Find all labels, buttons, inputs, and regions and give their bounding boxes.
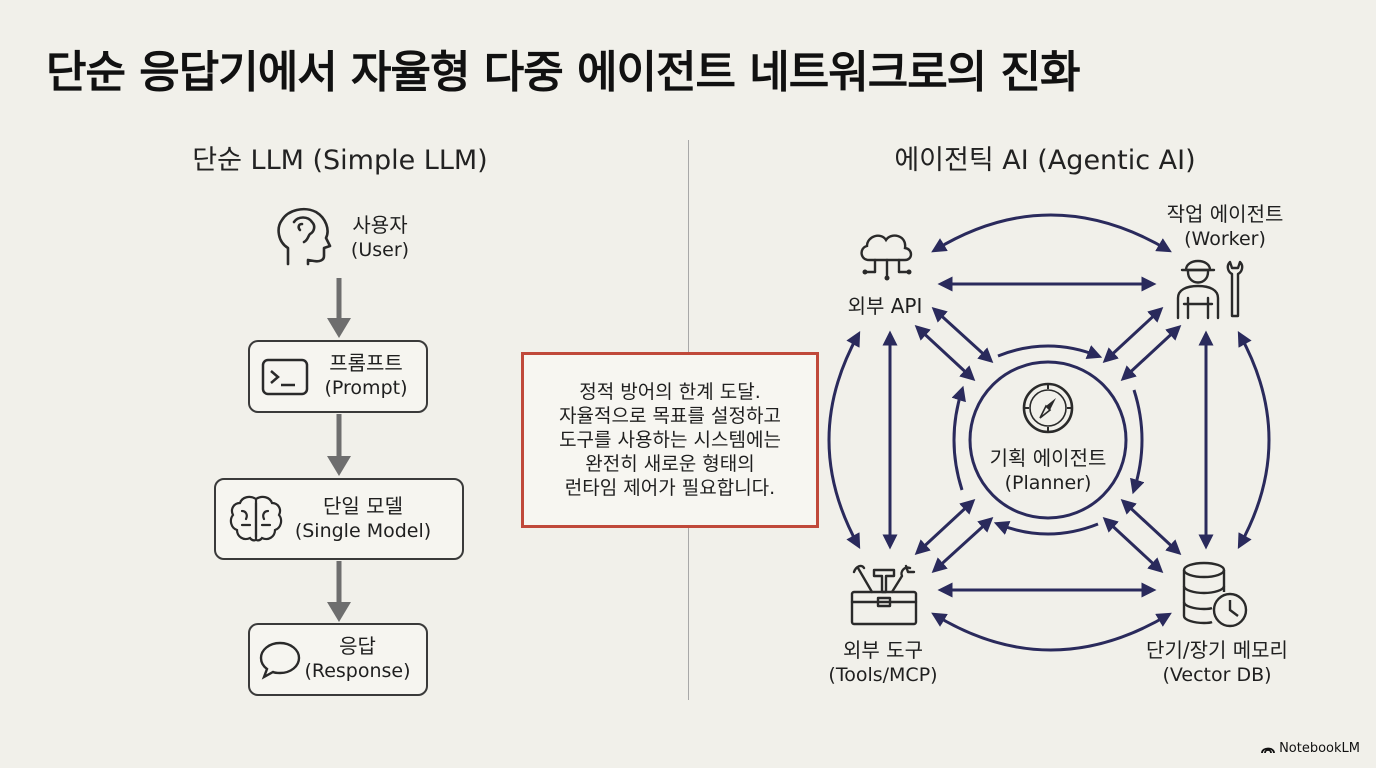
memory-label: 단기/장기 메모리 (Vector DB): [1146, 638, 1288, 686]
response-box: [248, 623, 428, 696]
callout-line: 완전히 새로운 형태의: [585, 453, 755, 475]
prompt-label: 프롬프트 (Prompt): [324, 351, 408, 399]
head-icon: [277, 207, 332, 266]
right-section-title: 에이전틱 AI (Agentic AI): [894, 145, 1196, 176]
callout-line: 런타임 제어가 필요합니다.: [564, 477, 776, 499]
compass-icon: [1022, 382, 1074, 434]
single-model-box: [214, 478, 464, 560]
worker-label: 작업 에이전트 (Worker): [1166, 202, 1284, 250]
left-section-title: 단순 LLM (Simple LLM): [192, 145, 488, 176]
tools-label: 외부 도구 (Tools/MCP): [828, 638, 938, 686]
speech-bubble-icon: [259, 641, 301, 680]
toolbox-icon: [850, 564, 918, 626]
api-label: 외부 API: [847, 294, 923, 318]
notebooklm-logo-icon: [1261, 747, 1275, 753]
brand-logo: NotebookLM: [1261, 741, 1360, 756]
brain-icon: [229, 495, 283, 542]
callout-line: 도구를 사용하는 시스템에는: [559, 429, 781, 451]
user-label: 사용자 (User): [350, 213, 410, 261]
worker-wrench-icon: [1176, 259, 1244, 320]
callout-box: 정적 방어의 한계 도달. 자율적으로 목표를 설정하고 도구를 사용하는 시스…: [521, 352, 819, 528]
database-clock-icon: [1182, 561, 1248, 628]
page-title: 단순 응답기에서 자율형 다중 에이전트 네트워크로의 진화: [46, 47, 1080, 98]
terminal-icon: [261, 358, 309, 396]
brand-label: NotebookLM: [1279, 741, 1360, 756]
callout-line: 자율적으로 목표를 설정하고: [559, 405, 781, 427]
planner-label: 기획 에이전트 (Planner): [989, 446, 1107, 494]
response-label: 응답 (Response): [304, 634, 411, 682]
callout-line: 정적 방어의 한계 도달.: [579, 381, 761, 403]
single-model-label: 단일 모델 (Single Model): [294, 494, 432, 542]
cloud-network-icon: [860, 234, 913, 281]
